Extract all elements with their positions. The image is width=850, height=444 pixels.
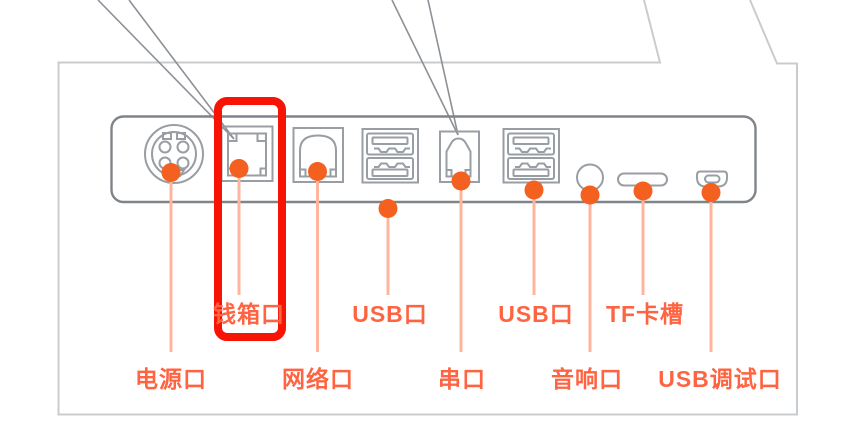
port-label-audio: 音响口 (551, 366, 623, 392)
audio-dot (580, 185, 600, 205)
din-power-connector-icon (144, 124, 204, 184)
port-marker-dots (161, 159, 721, 218)
usb-1-dot (378, 199, 398, 218)
callout-line-serial-1 (391, 0, 459, 136)
port-label-tf-card: TF卡槽 (605, 301, 685, 327)
callout-line-serial-2 (427, 0, 459, 136)
power-dot (161, 163, 181, 182)
port-label-usb-debug: USB调试口 (658, 366, 782, 392)
cash-drawer-dot (229, 159, 249, 178)
usb-2-dot (524, 180, 544, 200)
port-icons (144, 124, 728, 192)
leader-lines (169, 176, 713, 352)
dual-usb-a-icon-1 (361, 128, 419, 184)
device-outline (57, 0, 798, 416)
network-dot (308, 162, 327, 181)
port-label-cash-drawer: 钱箱口 (213, 301, 285, 327)
serial-dot (451, 171, 471, 191)
usb-debug-dot (701, 183, 721, 202)
highlight-box (214, 97, 286, 341)
port-label-serial: 串口 (438, 366, 486, 392)
dual-usb-a-icon-2 (502, 128, 560, 184)
port-label-network: 网络口 (282, 366, 354, 392)
tf-card-dot (633, 181, 653, 201)
port-label-usb-1: USB口 (352, 301, 428, 327)
port-label-usb-2: USB口 (498, 301, 574, 327)
rear-panel (110, 115, 757, 204)
port-label-power: 电源口 (135, 366, 207, 392)
